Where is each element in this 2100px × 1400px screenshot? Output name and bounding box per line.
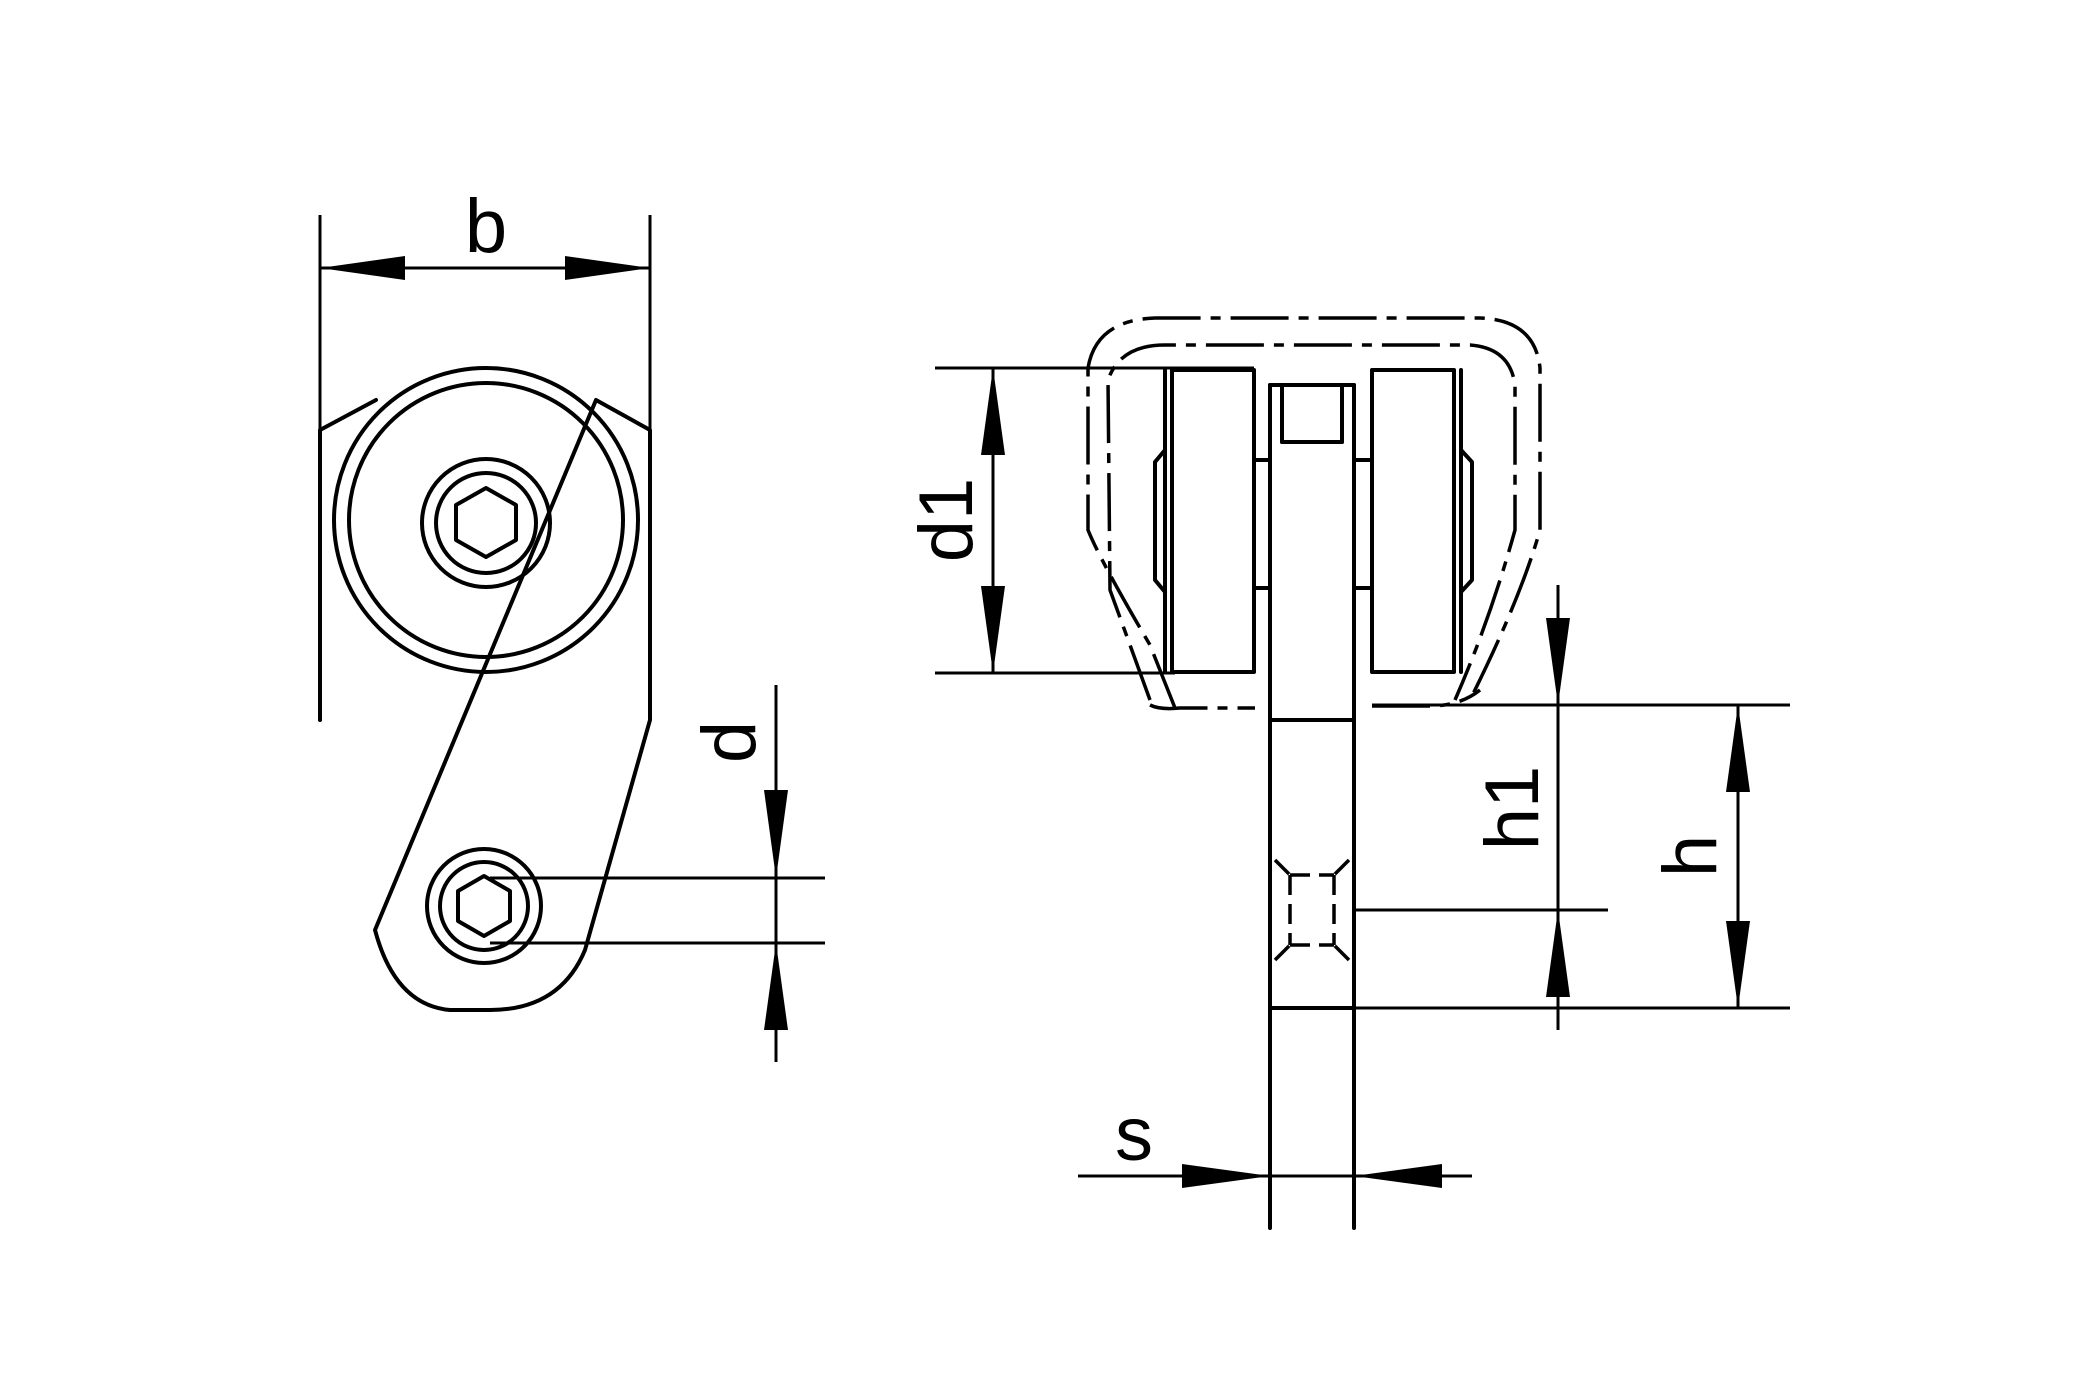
dim-d1-label: d1 bbox=[904, 478, 989, 563]
hub-outer-circle bbox=[332, 366, 640, 674]
hex-socket-icon bbox=[454, 486, 518, 559]
dim-h-label: h bbox=[1648, 835, 1733, 877]
phantom-bottom bbox=[1149, 703, 1255, 711]
side-view: d1 h1 h s bbox=[904, 316, 1790, 1230]
phantom-right-bottom bbox=[1372, 688, 1482, 708]
dim-h1-label: h1 bbox=[1470, 766, 1555, 851]
dim-d-label: d bbox=[687, 721, 772, 763]
phantom-outline-inner bbox=[1106, 343, 1517, 701]
hidden-hole bbox=[1273, 858, 1351, 962]
left-wheel-hub bbox=[1153, 448, 1167, 594]
screw-mid-circle bbox=[434, 471, 538, 575]
right-wheel-hub bbox=[1459, 448, 1474, 594]
lever-body-outline bbox=[318, 398, 652, 1012]
dim-b-label: b bbox=[465, 184, 507, 269]
lower-hole-outer bbox=[425, 847, 543, 965]
phantom-outline-outer bbox=[1086, 316, 1542, 709]
screw-outer-circle bbox=[420, 457, 552, 589]
hub-inner-circle bbox=[347, 381, 625, 659]
lower-hole-mid bbox=[438, 860, 530, 952]
lower-hole-hex-icon bbox=[456, 874, 512, 938]
front-view: b d bbox=[318, 184, 825, 1062]
dim-s-label: s bbox=[1115, 1092, 1153, 1177]
right-wheel bbox=[1370, 368, 1456, 674]
left-wheel bbox=[1170, 368, 1256, 674]
